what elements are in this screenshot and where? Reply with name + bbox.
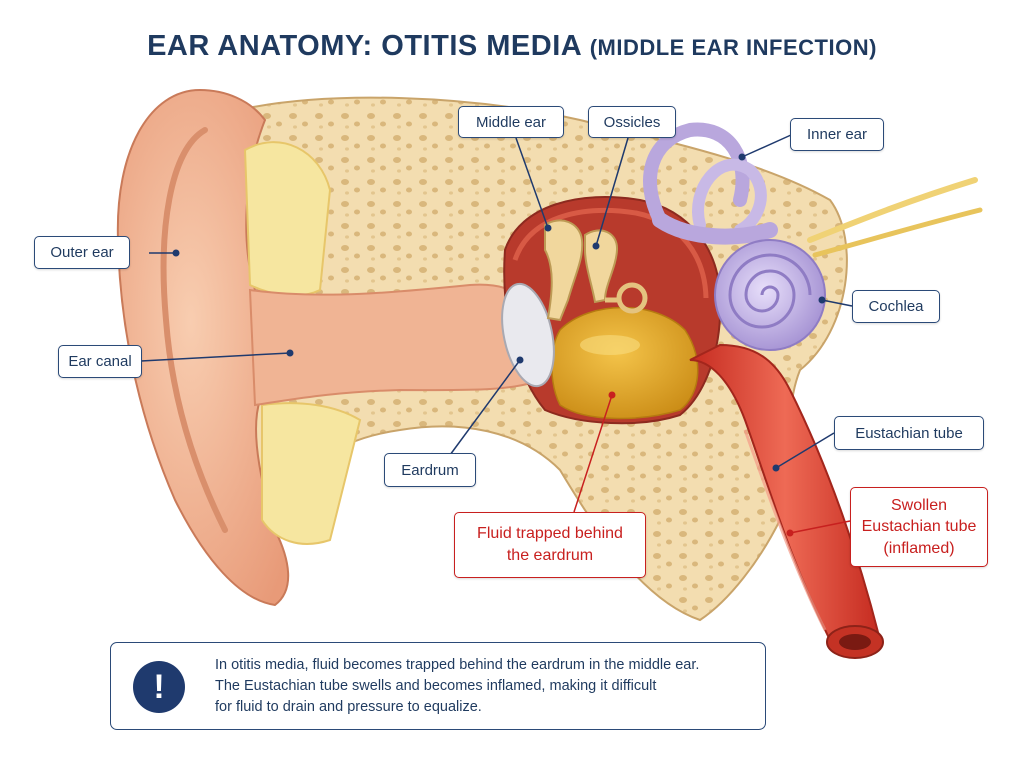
label-ossicles: Ossicles (588, 106, 676, 138)
page-title: EAR ANATOMY: OTITIS MEDIA (MIDDLE EAR IN… (0, 30, 1024, 63)
label-eardrum: Eardrum (384, 453, 476, 487)
info-note-text: In otitis media, fluid becomes trapped b… (215, 655, 755, 718)
trapped-fluid (551, 306, 699, 420)
title-subtitle: (MIDDLE EAR INFECTION) (589, 35, 877, 60)
label-cochlea: Cochlea (852, 290, 940, 323)
label-fluid-trapped: Fluid trapped behind the eardrum (454, 512, 646, 578)
info-note-box: ! In otitis media, fluid becomes trapped… (110, 642, 766, 730)
label-swollen-eustachian-tube: Swollen Eustachian tube (inflamed) (850, 487, 988, 567)
exclamation-icon: ! (133, 661, 185, 713)
label-middle-ear: Middle ear (458, 106, 564, 138)
label-eustachian-tube: Eustachian tube (834, 416, 984, 450)
label-ear-canal: Ear canal (58, 345, 142, 378)
title-main: EAR ANATOMY: OTITIS MEDIA (147, 30, 582, 62)
label-inner-ear: Inner ear (790, 118, 884, 151)
leader-lines (140, 134, 853, 469)
inner-ear-shape (643, 122, 778, 245)
note-line-1: In otitis media, fluid becomes trapped b… (215, 657, 700, 673)
label-outer-ear: Outer ear (34, 236, 130, 269)
ear-canal-shape (248, 283, 542, 407)
note-line-2: The Eustachian tube swells and becomes i… (215, 678, 657, 694)
eardrum-shape (501, 282, 555, 388)
ossicles-shape (544, 219, 584, 322)
note-line-3: for fluid to drain and pressure to equal… (215, 699, 482, 715)
